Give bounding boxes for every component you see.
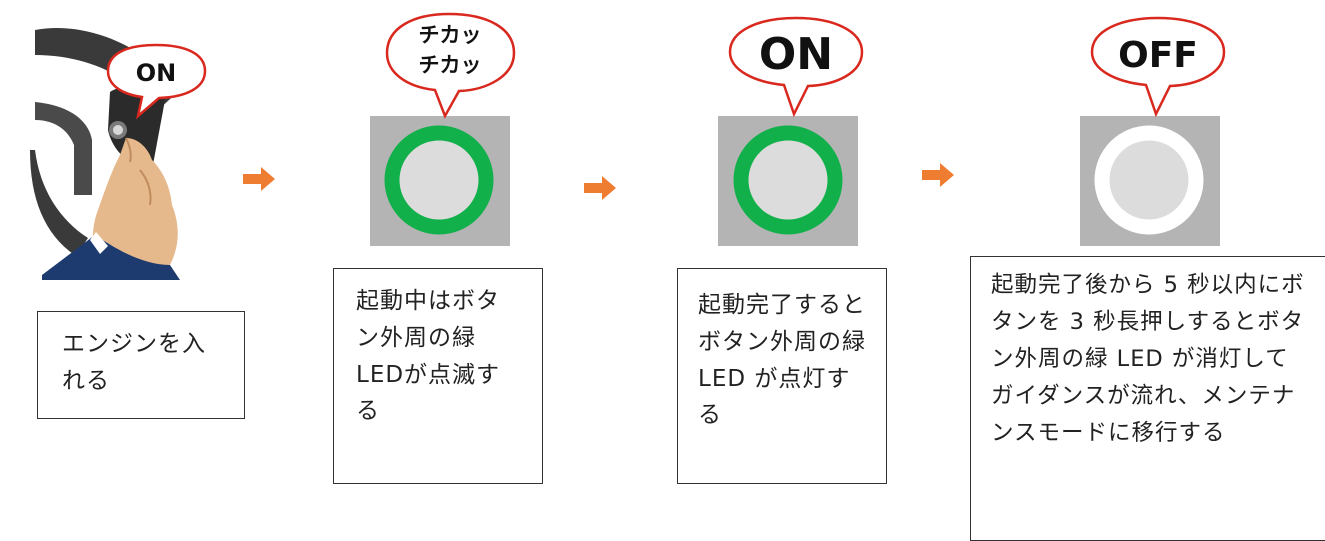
speech-bubble: ON (104, 42, 209, 120)
step-1-caption: エンジンを入れる (37, 311, 245, 419)
bubble-text-line-2: チカッ (419, 53, 482, 77)
arrow-right-icon (922, 163, 954, 187)
led-button-green-ring-icon (384, 125, 494, 235)
speech-bubble: ON (726, 14, 866, 118)
bubble-text-line-1: チカッ (419, 23, 482, 47)
bubble-text: OFF (1118, 35, 1198, 76)
arrow-right-icon (243, 167, 275, 191)
arrow-right-icon (584, 176, 616, 200)
speech-bubble: チカッ チカッ (383, 10, 518, 120)
step-3-caption: 起動完了するとボタン外周の緑 LED が点灯する (677, 268, 887, 484)
bubble-text: ON (759, 29, 833, 80)
bubble-text: ON (136, 59, 177, 87)
step-2-caption: 起動中はボタン外周の緑LEDが点滅する (333, 268, 543, 484)
speech-bubble: OFF (1088, 14, 1228, 118)
led-button-green-ring-icon (733, 125, 843, 235)
led-button-off-ring-icon (1094, 125, 1204, 235)
step-4-caption: 起動完了後から 5 秒以内にボタンを 3 秒長押しするとボタン外周の緑 LED … (970, 256, 1325, 541)
